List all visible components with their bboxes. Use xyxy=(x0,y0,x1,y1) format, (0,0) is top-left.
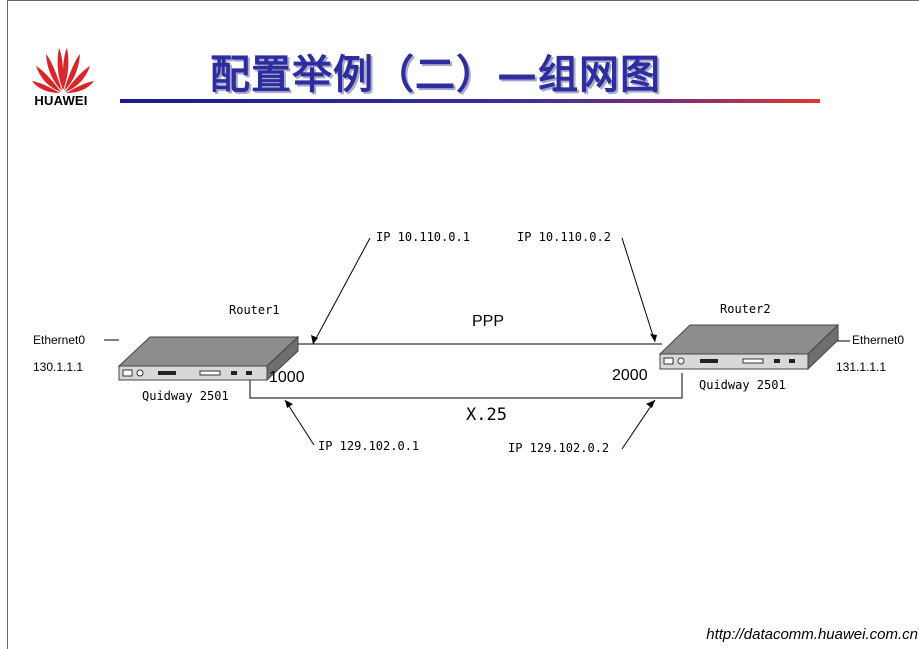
router1-icon xyxy=(117,335,300,382)
x25-ip-left-pointer xyxy=(284,399,315,446)
router2-interface: Ethernet0 xyxy=(852,333,905,347)
ppp-ip-left: IP 10.110.0.1 xyxy=(376,230,470,244)
ppp-ip-right-pointer xyxy=(621,237,656,343)
x25-ip-right-pointer xyxy=(621,399,656,450)
router2-ip: 131.1.1.1 xyxy=(836,360,887,374)
ppp-ip-right: IP 10.110.0.2 xyxy=(517,230,611,244)
router1-port-label: 1000 xyxy=(269,369,305,386)
page-title: 配置举例（二）—组网图 xyxy=(210,52,661,98)
footer-url[interactable]: http://datacomm.huawei.com.cn xyxy=(706,626,918,643)
brand-name: HUAWEI xyxy=(34,93,88,108)
router1-model: Quidway 2501 xyxy=(142,389,229,403)
router2-port-label: 2000 xyxy=(612,367,648,384)
title-underline xyxy=(120,99,820,103)
slide-frame xyxy=(7,0,919,649)
x25-ip-left: IP 129.102.0.1 xyxy=(318,439,420,453)
x25-link-line xyxy=(249,373,683,399)
huawei-logo-icon xyxy=(32,48,94,93)
x25-ip-right: IP 129.102.0.2 xyxy=(508,441,610,455)
x25-link-label: X.25 xyxy=(466,405,507,425)
router1-interface: Ethernet0 xyxy=(33,333,86,347)
router1-ip: 130.1.1.1 xyxy=(33,360,84,374)
router2-icon xyxy=(658,323,840,371)
ppp-ip-left-pointer xyxy=(312,237,371,345)
router2-model: Quidway 2501 xyxy=(699,378,786,392)
router1-name: Router1 xyxy=(229,303,280,317)
ppp-link-label: PPP xyxy=(472,313,505,330)
router2-name: Router2 xyxy=(720,302,771,316)
